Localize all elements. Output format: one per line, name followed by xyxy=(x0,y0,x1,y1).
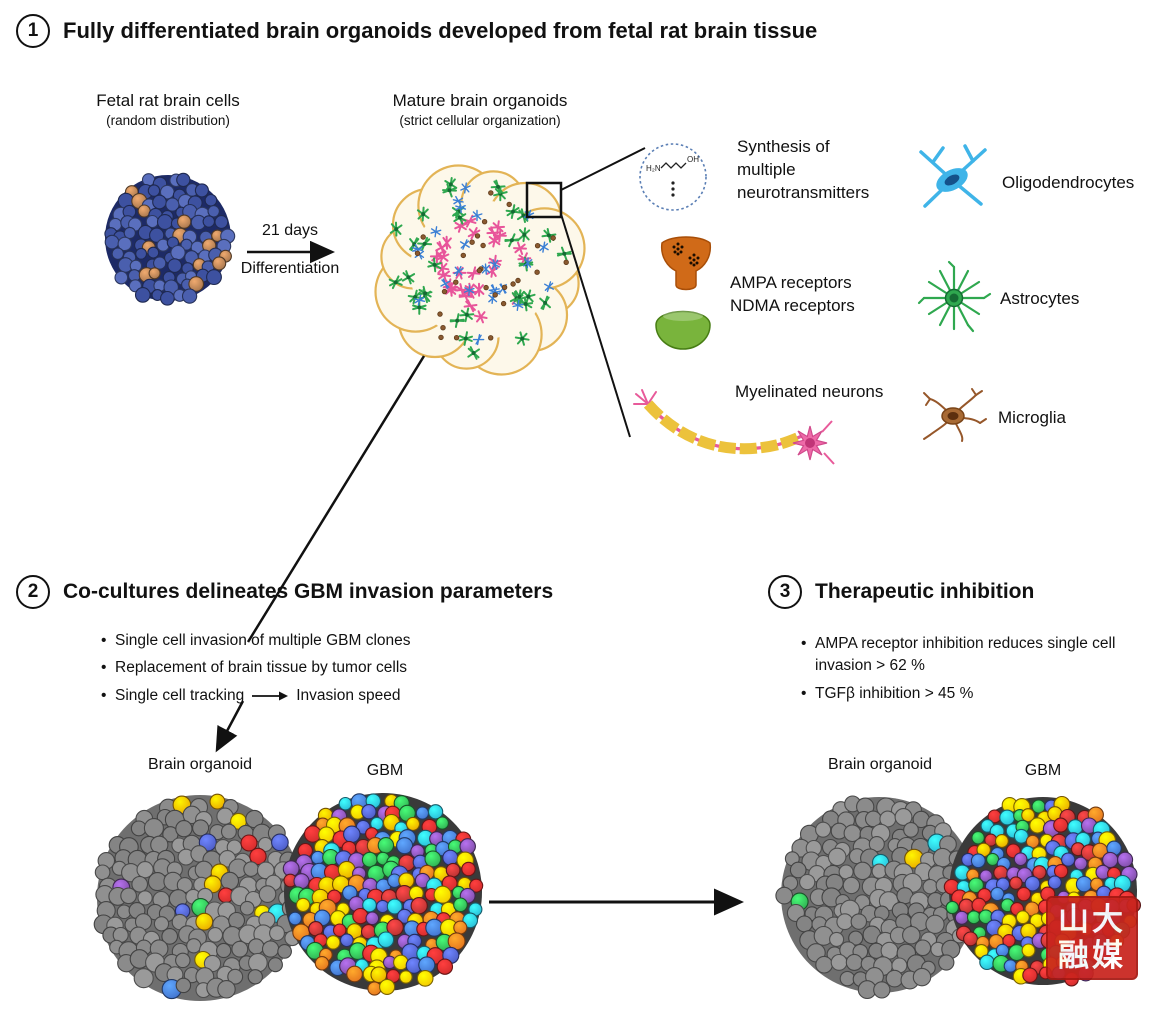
fetal-cells-sphere xyxy=(104,172,236,306)
section3-number-badge: 3 xyxy=(768,575,802,609)
bullet-ampa-inhibition: AMPA receptor inhibition reduces single … xyxy=(800,633,1138,678)
treated-organoid-label: Brain organoid xyxy=(827,756,933,773)
bullet-tracking: Single cell tracking Invasion speed xyxy=(100,685,492,708)
section1-number-badge: 1 xyxy=(16,14,50,48)
molecule-oh-label: OH xyxy=(687,155,699,164)
oligodendrocyte-icon xyxy=(919,144,987,208)
fetal-cells-caption: Fetal rat brain cells (random distributi… xyxy=(70,90,266,130)
bullet-tgfb-inhibition: TGFβ inhibition > 45 % xyxy=(800,683,1138,706)
ampa-receptors-label: AMPA receptors xyxy=(730,273,852,292)
astrocyte-icon xyxy=(917,260,992,333)
microglia-icon xyxy=(923,388,987,442)
ampa-receptor-icon xyxy=(660,236,712,291)
fetal-cells-subtitle: (random distribution) xyxy=(106,113,230,129)
bullet-tracking-pre: Single cell tracking xyxy=(115,686,245,704)
molecule-h2n-label: H₂N xyxy=(646,164,661,173)
mature-organoid-image xyxy=(374,164,586,376)
neurotransmitters-label: Synthesis of multiple neurotransmitters xyxy=(737,137,870,202)
watermark-line2: 融媒 xyxy=(1058,938,1126,973)
section2-bullets: Single cell invasion of multiple GBM clo… xyxy=(100,630,492,713)
mature-organoid-subtitle: (strict cellular organization) xyxy=(399,113,561,129)
receptors-label-group: AMPA receptors NDMA receptors xyxy=(730,272,930,318)
differentiation-days-label: 21 days xyxy=(261,222,319,239)
section2-header: 2 Co-cultures delineates GBM invasion pa… xyxy=(16,575,553,609)
arrow-icon xyxy=(252,691,289,701)
myelinated-neurons-label: Myelinated neurons xyxy=(735,382,884,401)
section3-header: 3 Therapeutic inhibition xyxy=(768,575,1034,609)
coculture-organoid-label: Brain organoid xyxy=(147,756,253,773)
astrocytes-label: Astrocytes xyxy=(1000,289,1080,308)
mature-organoid-title: Mature brain organoids xyxy=(392,91,568,110)
ndma-receptor-icon xyxy=(655,310,711,350)
treated-gbm-label: GBM xyxy=(1024,762,1062,779)
ndma-receptors-label: NDMA receptors xyxy=(730,295,855,315)
watermark-line1: 山大 xyxy=(1058,902,1126,938)
neurotransmitter-icon: H₂N OH xyxy=(639,143,707,211)
bullet-tracking-post: Invasion speed xyxy=(296,686,401,704)
differentiation-label: Differentiation xyxy=(240,260,340,277)
myelinated-neuron-icon xyxy=(633,389,835,465)
coculture-gbm-label: GBM xyxy=(366,762,404,779)
oligodendrocytes-label: Oligodendrocytes xyxy=(1002,173,1135,192)
bullet-single-cell-invasion: Single cell invasion of multiple GBM clo… xyxy=(100,630,492,653)
section1-header: 1 Fully differentiated brain organoids d… xyxy=(16,14,817,48)
microglia-label: Microglia xyxy=(998,408,1067,427)
section2-number-badge: 2 xyxy=(16,575,50,609)
section1-title: Fully differentiated brain organoids dev… xyxy=(63,18,818,43)
coculture-spheres xyxy=(93,793,484,1001)
watermark-logo: 山大 融媒 xyxy=(1046,896,1138,980)
section3-bullets: AMPA receptor inhibition reduces single … xyxy=(800,633,1138,710)
section2-title: Co-cultures delineates GBM invasion para… xyxy=(63,580,554,603)
fetal-cells-title: Fetal rat brain cells xyxy=(96,91,240,110)
bullet-replacement: Replacement of brain tissue by tumor cel… xyxy=(100,657,492,680)
section3-title: Therapeutic inhibition xyxy=(815,580,1035,603)
mature-organoid-caption: Mature brain organoids (strict cellular … xyxy=(352,90,608,130)
